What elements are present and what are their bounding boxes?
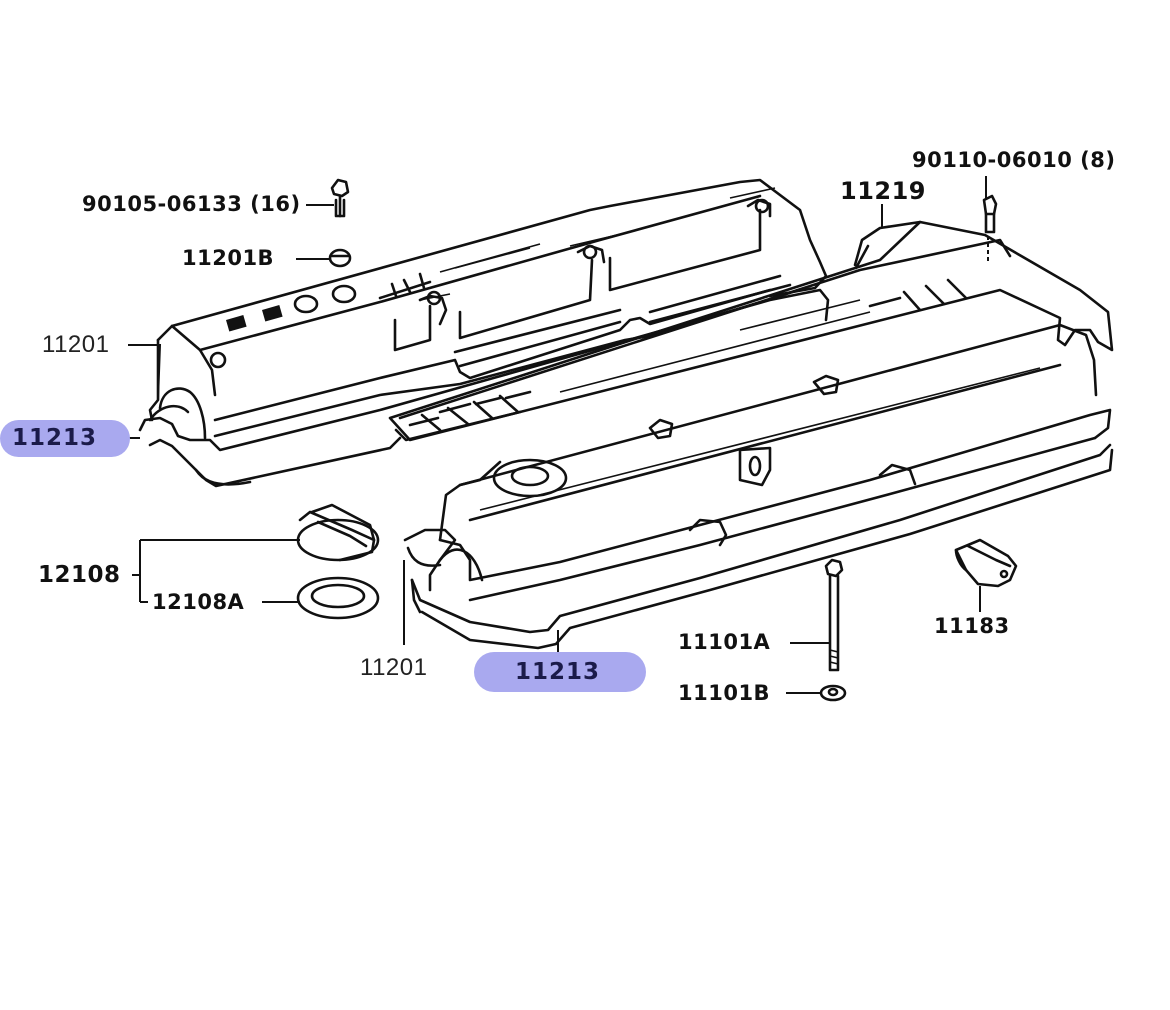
gasket-front-drawing <box>410 443 1114 650</box>
label-half-moon-plug: 11183 <box>934 614 1010 638</box>
label-plate-bolt: 90110-06010 (8) <box>912 148 1116 172</box>
highlight-gasket-rear <box>0 420 130 457</box>
label-cover-bolt: 90105-06133 (16) <box>82 192 301 216</box>
plate-bolt-drawing <box>982 194 998 234</box>
grommet-drawing <box>328 248 352 268</box>
label-washer: 11101B <box>678 681 771 705</box>
label-gasket-rear[interactable]: 11213 <box>12 425 98 451</box>
washer-drawing <box>819 684 847 702</box>
label-oil-cap-gasket: 12108A <box>152 590 245 614</box>
label-cover-front: 11201 <box>360 654 428 681</box>
cover-front-drawing <box>403 323 1112 602</box>
half-moon-plug-drawing <box>954 538 1018 588</box>
label-stud-bolt: 11101A <box>678 630 771 654</box>
leader-lines <box>104 176 989 694</box>
label-grommet: 11201B <box>182 246 275 270</box>
label-cover-plate: 11219 <box>840 177 926 205</box>
label-oil-cap: 12108 <box>38 562 121 588</box>
label-gasket-front[interactable]: 11213 <box>515 659 601 685</box>
cover-plate-drawing <box>388 220 1114 442</box>
cover-rear-drawing <box>148 178 828 440</box>
oil-cap-drawing <box>296 503 380 562</box>
highlight-gasket-front <box>474 652 646 692</box>
label-cover-rear: 11201 <box>42 331 110 358</box>
oil-cap-gasket-drawing <box>296 576 380 620</box>
cover-bolt-drawing <box>330 178 350 218</box>
stud-bolt-drawing <box>824 558 844 672</box>
gasket-rear-drawing <box>138 288 830 488</box>
